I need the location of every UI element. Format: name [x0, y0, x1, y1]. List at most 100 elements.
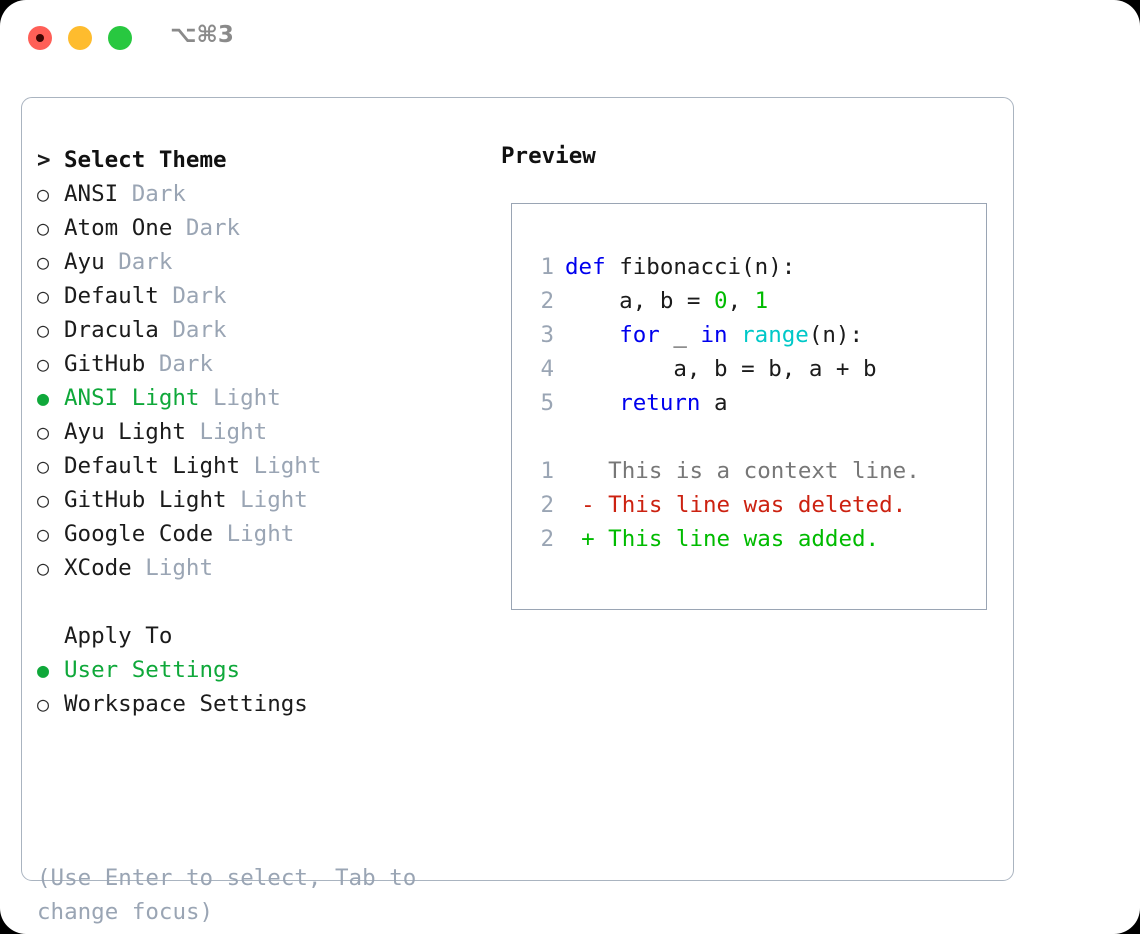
- radio-unselected-icon: ○: [37, 522, 50, 546]
- theme-variant-badge: Dark: [158, 351, 214, 377]
- radio-unselected-icon: ○: [37, 488, 50, 512]
- theme-name: Default Light: [64, 453, 254, 479]
- radio-selected-icon: ●: [37, 386, 50, 410]
- code-token-kw: return: [619, 390, 701, 416]
- code-token-txt: (n):: [808, 322, 864, 348]
- theme-picker-card: >Select Theme○ANSI Dark○Atom One Dark○Ay…: [21, 97, 1014, 925]
- line-number: 2: [540, 526, 554, 552]
- preview-heading: Preview: [501, 143, 596, 169]
- radio-unselected-icon: ○: [37, 182, 50, 206]
- radio-unselected-icon: ○: [37, 284, 50, 308]
- theme-variant-badge: Dark: [118, 249, 173, 275]
- spacer: [37, 585, 487, 619]
- theme-name: Google Code: [64, 521, 227, 547]
- line-number: 1: [540, 458, 554, 484]
- code-line: 4 a, b = b, a + b: [532, 352, 877, 386]
- theme-variant-badge: Light: [145, 555, 214, 581]
- theme-variant-badge: Dark: [185, 215, 241, 241]
- radio-unselected-icon: ○: [37, 420, 50, 444]
- radio-unselected-icon: ○: [37, 216, 50, 240]
- cursor-arrow-icon: >: [37, 147, 51, 173]
- code-token-kw: def: [565, 254, 620, 280]
- code-line: 5 return a: [532, 386, 877, 420]
- diff-text-del: - This line was deleted.: [554, 492, 907, 518]
- diff-line: 1 This is a context line.: [532, 454, 920, 488]
- theme-name: ANSI Light: [64, 385, 214, 411]
- theme-option[interactable]: ○ Default Light Light: [37, 449, 487, 483]
- code-token-kw: for: [619, 322, 660, 348]
- radio-unselected-icon: ○: [37, 454, 50, 478]
- code-token-txt: a: [700, 390, 728, 416]
- theme-name: XCode: [64, 555, 146, 581]
- line-number: 1: [540, 254, 554, 280]
- diff-text-add: + This line was added.: [554, 526, 880, 552]
- theme-name: Ayu: [64, 249, 119, 275]
- line-number: 4: [540, 356, 554, 382]
- code-token-txt: fibonacci(n):: [619, 254, 796, 280]
- code-token-num: 0: [714, 288, 728, 314]
- code-token-txt: [565, 390, 619, 416]
- apply-to-option[interactable]: ○ Workspace Settings: [37, 687, 487, 721]
- radio-unselected-icon: ○: [37, 556, 50, 580]
- theme-name: GitHub: [64, 351, 159, 377]
- code-token-kw: in: [700, 322, 728, 348]
- theme-variant-badge: Light: [213, 385, 281, 411]
- theme-name: Atom One: [64, 215, 186, 241]
- apply-to-label: User Settings: [64, 657, 241, 683]
- code-line: 1 def fibonacci(n):: [532, 250, 877, 284]
- code-token-txt: [728, 322, 742, 348]
- line-number: 3: [540, 322, 554, 348]
- apply-to-group: ·Apply To ● User Settings ○ Workspace Settin…: [37, 585, 487, 721]
- apply-to-option[interactable]: ● User Settings: [37, 653, 487, 687]
- theme-selector-panel: >Select Theme○ANSI Dark○Atom One Dark○Ay…: [37, 143, 487, 721]
- radio-unselected-icon: ○: [37, 352, 50, 376]
- maximize-button[interactable]: [108, 26, 132, 50]
- theme-variant-badge: Dark: [172, 283, 227, 309]
- line-number: 2: [540, 492, 554, 518]
- apply-to-title: Apply To: [64, 623, 173, 649]
- radio-unselected-icon: ○: [37, 692, 50, 716]
- theme-option[interactable]: ○ Google Code Light: [37, 517, 487, 551]
- code-token-txt: [565, 322, 619, 348]
- radio-unselected-icon: ○: [37, 318, 50, 342]
- code-token-txt: ,: [727, 288, 755, 314]
- theme-variant-badge: Light: [253, 453, 322, 479]
- close-icon: [36, 34, 44, 42]
- theme-option[interactable]: ○ANSI Dark: [37, 177, 487, 211]
- apply-to-label: Workspace Settings: [64, 691, 308, 717]
- select-theme-heading: >Select Theme: [37, 143, 487, 177]
- minimize-button[interactable]: [68, 26, 92, 50]
- window-title: ⌥⌘3: [170, 22, 234, 48]
- apply-to-heading: ·Apply To: [37, 619, 487, 653]
- line-number: 5: [540, 390, 554, 416]
- theme-option[interactable]: ○ Ayu Dark: [37, 245, 487, 279]
- theme-option[interactable]: ● ANSI Light Light: [37, 381, 487, 415]
- diff-text-ctx: This is a context line.: [554, 458, 920, 484]
- keyboard-hint: (Use Enter to select, Tab to change focu…: [37, 865, 430, 925]
- theme-option[interactable]: ○ Default Dark: [37, 279, 487, 313]
- theme-list: >Select Theme○ANSI Dark○Atom One Dark○Ay…: [37, 143, 487, 585]
- theme-variant-badge: Dark: [172, 317, 227, 343]
- theme-variant-badge: Light: [240, 487, 308, 513]
- code-token-txt: a, b = b, a + b: [565, 356, 877, 382]
- theme-option[interactable]: ○Dracula Dark: [37, 313, 487, 347]
- theme-name: GitHub Light: [64, 487, 241, 513]
- theme-option[interactable]: ○Ayu Light Light: [37, 415, 487, 449]
- code-token-txt: _: [659, 322, 701, 348]
- theme-option[interactable]: ○ XCode Light: [37, 551, 487, 585]
- theme-name: Default: [64, 283, 173, 309]
- radio-selected-icon: ●: [37, 658, 50, 682]
- theme-option[interactable]: ○ GitHub Dark: [37, 347, 487, 381]
- line-number: 2: [540, 288, 554, 314]
- code-line: 2 a, b = 0, 1: [532, 284, 877, 318]
- theme-variant-badge: Light: [226, 521, 295, 547]
- theme-option[interactable]: ○ Atom One Dark: [37, 211, 487, 245]
- theme-variant-badge: Dark: [131, 181, 186, 207]
- theme-option[interactable]: ○ GitHub Light Light: [37, 483, 487, 517]
- theme-name: Ayu Light: [64, 419, 200, 445]
- radio-unselected-icon: ○: [37, 250, 50, 274]
- code-line: 3 for _ in range(n):: [532, 318, 877, 352]
